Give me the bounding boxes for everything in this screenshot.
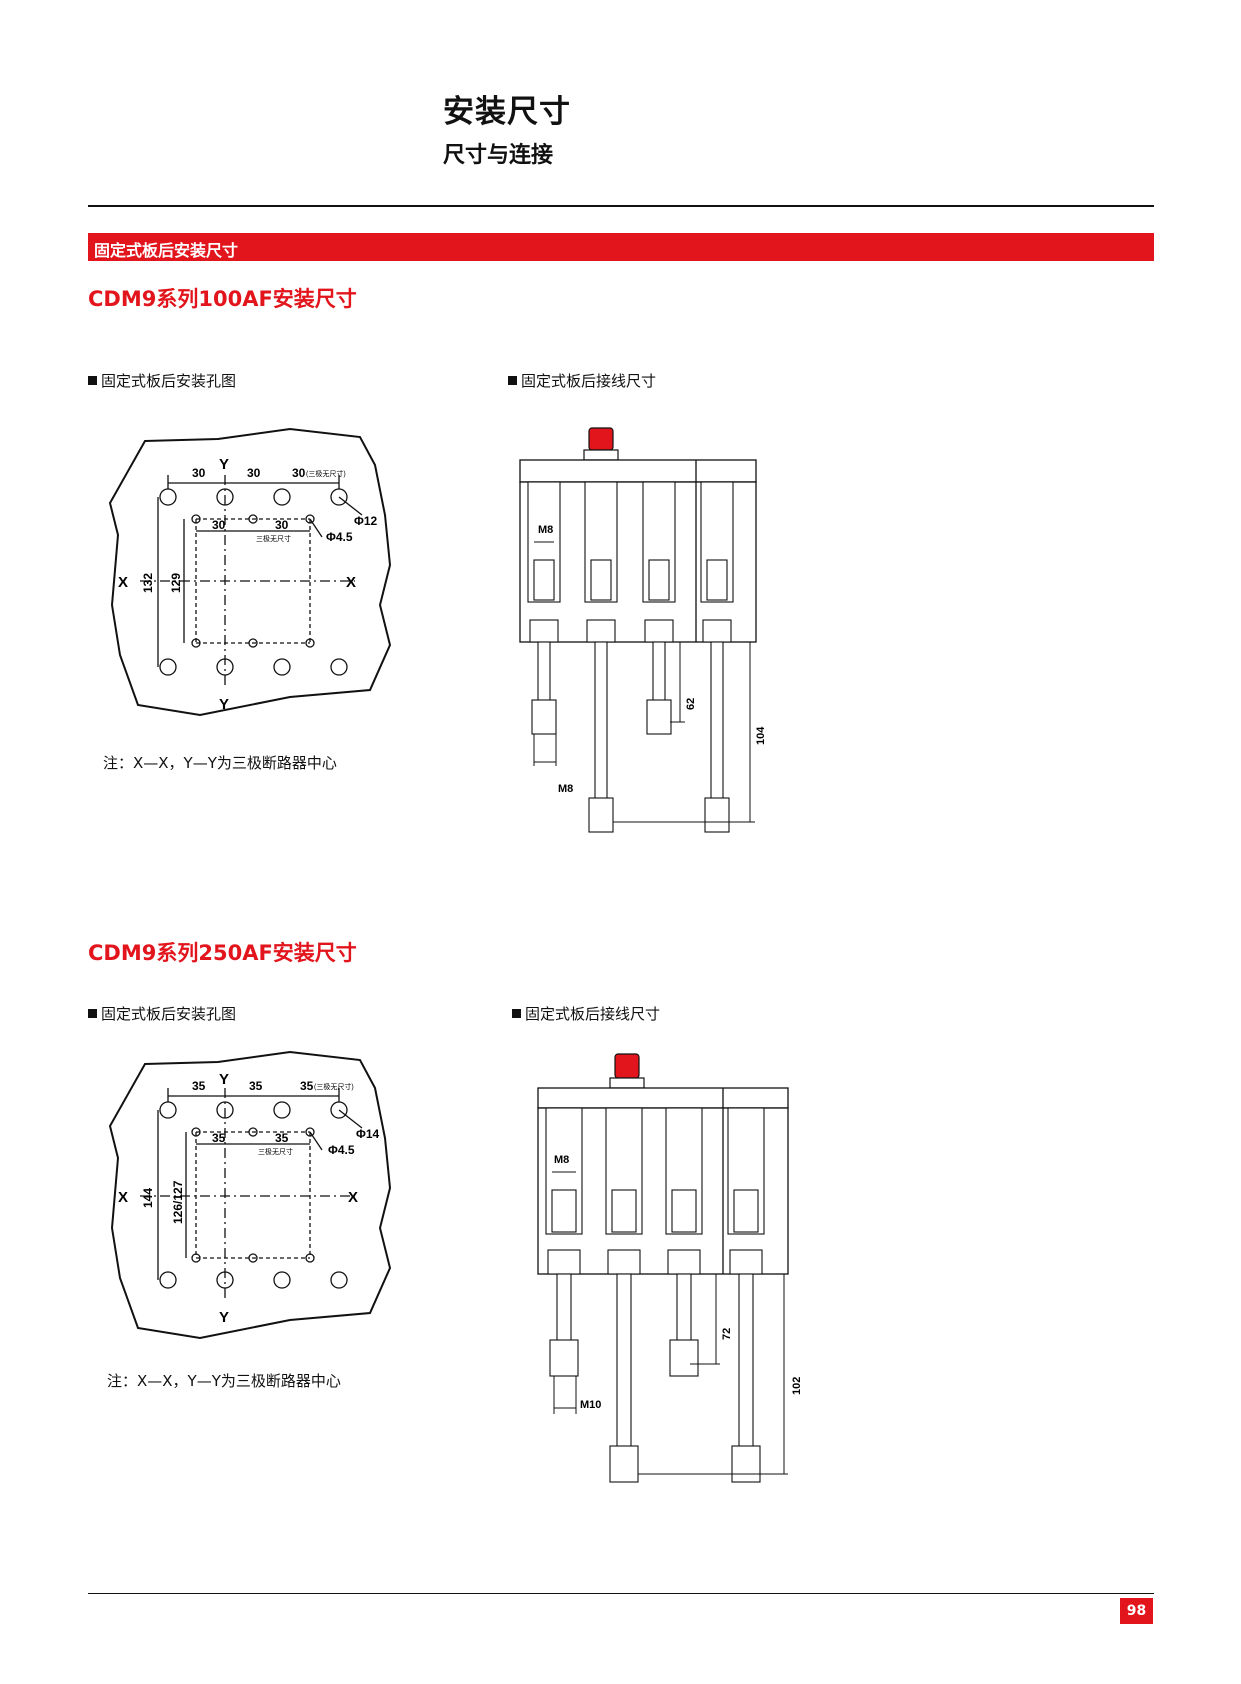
- inner-spacing-label-1: 30: [212, 518, 226, 532]
- inner-hole-label: Φ4.5: [328, 1143, 355, 1157]
- bottom-thread-label: M10: [580, 1399, 601, 1411]
- caption-hole-diagram-250af: 固定式板后安装孔图: [88, 1003, 236, 1024]
- short-length-label: 62: [685, 698, 697, 710]
- spacing-label-2: 35: [249, 1079, 263, 1093]
- inner-hole-label: Φ4.5: [326, 530, 353, 544]
- top-thread-label: M8: [554, 1154, 569, 1166]
- inner-spacing-label-2: 30: [275, 518, 289, 532]
- axis-x-left: X: [118, 1189, 128, 1206]
- footer-divider: [88, 1593, 1154, 1594]
- section-banner-label: 固定式板后安装尺寸: [94, 241, 239, 260]
- spacing-note: (三极无尺寸): [306, 469, 346, 478]
- note-250af: 注：X—X，Y—Y为三极断路器中心: [107, 1372, 341, 1390]
- page-subtitle: 尺寸与连接: [443, 143, 554, 168]
- caption-wiring-diagram-250af: 固定式板后接线尺寸: [512, 1003, 660, 1024]
- section-banner: 固定式板后安装尺寸: [88, 233, 1154, 261]
- page-title: 安装尺寸: [443, 94, 571, 130]
- spacing-note: (三极无尺寸): [314, 1082, 354, 1091]
- inner-note: 三极无尺寸: [258, 1147, 293, 1156]
- axis-x-right: X: [346, 574, 356, 591]
- section-heading-250af: CDM9系列250AF安装尺寸: [88, 941, 357, 965]
- wiring-diagram-100af: M8 M8 62 104: [519, 427, 767, 833]
- wiring-diagram-250af: M8 M10 72 102: [537, 1053, 803, 1483]
- header-divider: [88, 205, 1154, 207]
- height-inner-label: 129: [169, 573, 183, 593]
- spacing-label-3: 35: [300, 1079, 314, 1093]
- page-number: 98: [1120, 1598, 1153, 1624]
- spacing-label-2: 30: [247, 466, 261, 480]
- spacing-label-1: 30: [192, 466, 206, 480]
- section-heading-100af: CDM9系列100AF安装尺寸: [88, 287, 357, 311]
- axis-x-right: X: [348, 1189, 358, 1206]
- note-100af: 注：X—X，Y—Y为三极断路器中心: [103, 754, 337, 772]
- spacing-label-3: 30: [292, 466, 306, 480]
- height-outer-label: 132: [141, 573, 155, 593]
- long-length-label: 102: [791, 1377, 803, 1395]
- inner-note: 三极无尺寸: [256, 534, 291, 543]
- height-inner-label: 126/127: [171, 1180, 185, 1224]
- long-length-label: 104: [755, 726, 767, 745]
- axis-y-bottom: Y: [219, 1309, 229, 1326]
- inner-spacing-label-1: 35: [212, 1131, 226, 1145]
- caption-hole-diagram-100af: 固定式板后安装孔图: [88, 370, 236, 391]
- spacing-label-1: 35: [192, 1079, 206, 1093]
- height-outer-label: 144: [141, 1188, 155, 1208]
- axis-y-bottom: Y: [219, 696, 229, 713]
- outer-hole-label: Φ14: [356, 1127, 380, 1141]
- bottom-thread-label: M8: [558, 783, 573, 795]
- axis-x-left: X: [118, 574, 128, 591]
- hole-diagram-250af: 35 35 35 (三极无尺寸) Y Y X X Φ14 Φ4.5 35 35 …: [108, 1050, 392, 1340]
- axis-y-top: Y: [219, 456, 229, 473]
- hole-diagram-100af: 30 30 30 (三极无尺寸) Y Y X X Φ12 Φ4.5 30 30 …: [108, 427, 392, 717]
- top-thread-label: M8: [538, 524, 553, 536]
- inner-spacing-label-2: 35: [275, 1131, 289, 1145]
- caption-wiring-diagram-100af: 固定式板后接线尺寸: [508, 370, 656, 391]
- outer-hole-label: Φ12: [354, 514, 378, 528]
- axis-y-top: Y: [219, 1071, 229, 1088]
- short-length-label: 72: [721, 1328, 733, 1340]
